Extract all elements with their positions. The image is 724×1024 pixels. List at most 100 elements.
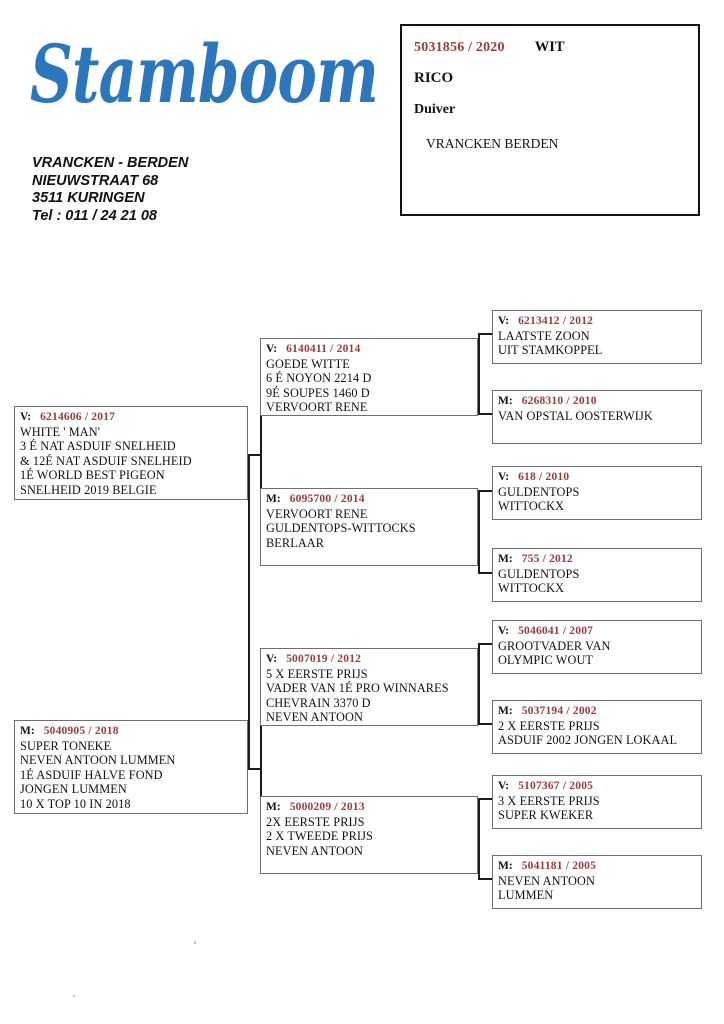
pedigree-box-mff: V: 5046041 / 2007 GROOTVADER VAN OLYMPIC … (492, 620, 702, 674)
mf-line-4: NEVEN ANTOON (266, 710, 363, 725)
connector-stub-mother (248, 768, 260, 770)
connector-stub-mmf (478, 798, 492, 800)
fmf-ring-line: V:618 / 2010 (498, 470, 701, 485)
fm-sex: M: (266, 493, 281, 505)
mm-line-1: 2X EERSTE PRIJS (266, 814, 365, 829)
connector-spine-mf (478, 643, 480, 725)
fmm-ring-line: M:755 / 2012 (498, 552, 701, 567)
father-line-1: WHITE ' MAN' (20, 424, 101, 439)
fmm-ring-number: 755 / 2012 (521, 553, 573, 565)
father-line-5: SNELHEID 2019 BELGIE (20, 482, 157, 497)
mother-ring-line: M: 5040905 / 2018 (20, 724, 247, 739)
ff-line-2: 6 É NOYON 2214 D (266, 371, 372, 386)
fm-line-1: VERVOORT RENE (266, 506, 368, 521)
mother-line-3: 1É ASDUIF HALVE FOND (20, 767, 163, 782)
pedigree-box-father: V:6214606 / 2017 WHITE ' MAN' 3 É NAT AS… (14, 406, 248, 500)
mm-line-2: 2 X TWEEDE PRIJS (266, 829, 373, 844)
ffm-line-1: VAN OPSTAL OOSTERWIJK (498, 408, 653, 423)
mmm-sex: M: (498, 860, 513, 872)
father-line-4: 1É WORLD BEST PIGEON (20, 468, 165, 483)
mmf-sex: V: (498, 780, 510, 792)
mfm-sex: M: (498, 705, 513, 717)
fff-line-1: LAATSTE ZOON (498, 328, 590, 343)
mm-ring-line: M: 5000209 / 2013 (266, 800, 477, 815)
connector-stub-mfm (478, 723, 492, 725)
mmm-ring-number: 5041181 / 2005 (521, 860, 597, 872)
mf-line-1: 5 X EERSTE PRIJS (266, 666, 368, 681)
owner-address: VRANCKEN - BERDEN NIEUWSTRAAT 68 3511 KU… (32, 155, 332, 225)
mm-sex: M: (266, 801, 281, 813)
pedigree-box-mother: M:5040905 / 2018 SUPER TONEKE NEVEN ANTO… (14, 720, 248, 814)
mmm-line-2: LUMMEN (498, 888, 554, 903)
pedigree-box-mmm: M:5041181 / 2005 NEVEN ANTOON LUMMEN (492, 855, 702, 909)
fm-ring-line: M:6095700 / 2014 (266, 492, 477, 507)
connector-spine-maternal (260, 680, 262, 838)
fmf-line-2: WITTOCKX (498, 499, 565, 514)
fmf-line-1: GULDENTOPS (498, 484, 580, 499)
scan-speck-2 (73, 995, 75, 997)
pedigree-box-mm: M: 5000209 / 2013 2X EERSTE PRIJS 2 X TWE… (260, 796, 478, 874)
connector-spine-mm (478, 798, 480, 880)
mff-line-2: OLYMPIC WOUT (498, 653, 594, 668)
mff-ring-number: 5046041 / 2007 (518, 625, 594, 637)
mff-line-1: GROOTVADER VAN (498, 638, 611, 653)
ff-sex: V: (266, 343, 278, 355)
ffm-sex: M: (498, 395, 513, 407)
mff-sex: V: (498, 625, 510, 637)
pedigree-box-mmf: V:5107367 / 2005 3 X EERSTE PRIJS SUPER … (492, 775, 702, 829)
mfm-ring-line: M: 5037194 / 2002 (498, 704, 701, 719)
pedigree-box-fmm: M:755 / 2012 GULDENTOPS WITTOCKX (492, 548, 702, 602)
pedigree-box-fmf: V:618 / 2010 GULDENTOPS WITTOCKX (492, 466, 702, 520)
connector-spine-paternal (260, 370, 262, 530)
mff-ring-line: V: 5046041 / 2007 (498, 624, 701, 639)
fmf-sex: V: (498, 471, 510, 483)
subject-ring-number: 5031856 / 2020 (414, 40, 505, 55)
ff-line-3: 9É SOUPES 1460 D (266, 385, 370, 400)
connector-spine-fm (478, 490, 480, 574)
mf-ring-line: V:5007019 / 2012 (266, 652, 477, 667)
mfm-line-2: ASDUIF 2002 JONGEN LOKAAL (498, 733, 678, 748)
ff-line-1: GOEDE WITTE (266, 356, 350, 371)
pedigree-box-mf: V:5007019 / 2012 5 X EERSTE PRIJS VADER … (260, 648, 478, 726)
fff-ring-line: V:6213412 / 2012 (498, 314, 701, 329)
mfm-line-1: 2 X EERSTE PRIJS (498, 718, 600, 733)
fm-line-3: BERLAAR (266, 535, 325, 550)
mother-ring-number: 5040905 / 2018 (43, 725, 119, 737)
subject-name: RICO (414, 70, 454, 86)
mmf-ring-number: 5107367 / 2005 (518, 780, 594, 792)
father-sex: V: (20, 411, 32, 423)
connector-stub-mmm (478, 878, 492, 880)
stamboom-logo-text: Stamboom (30, 27, 378, 121)
pedigree-box-fm: M:6095700 / 2014 VERVOORT RENE GULDENTOP… (260, 488, 478, 566)
mm-line-3: NEVEN ANTOON (266, 843, 363, 858)
address-line-3: 3511 KURINGEN (32, 190, 145, 206)
mfm-ring-number: 5037194 / 2002 (521, 705, 597, 717)
father-ring-line: V: 6214606 / 2017 (20, 410, 247, 425)
scan-speck-1 (194, 941, 196, 944)
ff-ring-line: V: 6140411 / 2014 (266, 342, 477, 357)
address-line-4: Tel : 011 / 24 21 08 (32, 207, 157, 224)
ffm-ring-line: M:6268310 / 2010 (498, 394, 701, 409)
ff-ring-number: 6140411 / 2014 (286, 343, 361, 355)
mmf-line-1: 3 X EERSTE PRIJS (498, 793, 600, 808)
stamboom-logo: Stamboom (30, 26, 380, 126)
connector-stub-ffm (478, 413, 492, 415)
father-line-3: & 12É NAT ASDUIF SNELHEID (20, 453, 192, 468)
mm-ring-number: 5000209 / 2013 (289, 801, 365, 813)
connector-stub-mff (478, 643, 492, 645)
mf-line-2: VADER VAN 1É PRO WINNARES (266, 681, 449, 696)
pedigree-box-ff: V: 6140411 / 2014 GOEDE WITTE 6 É NOYON 2… (260, 338, 478, 416)
subject-color: WIT (534, 39, 565, 55)
subject-pigeon-box: 5031856 / 2020 WIT RICO Duiver VRANCKEN … (400, 24, 700, 216)
mother-sex: M: (20, 725, 35, 737)
pedigree-box-fff: V:6213412 / 2012 LAATSTE ZOON UIT STAMKO… (492, 310, 702, 364)
connector-stub-fmf (478, 490, 492, 492)
mother-line-5: 10 X TOP 10 IN 2018 (20, 796, 131, 811)
pedigree-box-ffm: M:6268310 / 2010 VAN OPSTAL OOSTERWIJK (492, 390, 702, 444)
mother-line-2: NEVEN ANTOON LUMMEN (20, 753, 176, 768)
subject-ring-line: 5031856 / 2020 WIT (414, 38, 565, 56)
fmm-line-2: WITTOCKX (498, 581, 565, 596)
father-ring-number: 6214606 / 2017 (40, 411, 116, 423)
connector-spine-ff (478, 333, 480, 415)
fmm-line-1: GULDENTOPS (498, 566, 580, 581)
